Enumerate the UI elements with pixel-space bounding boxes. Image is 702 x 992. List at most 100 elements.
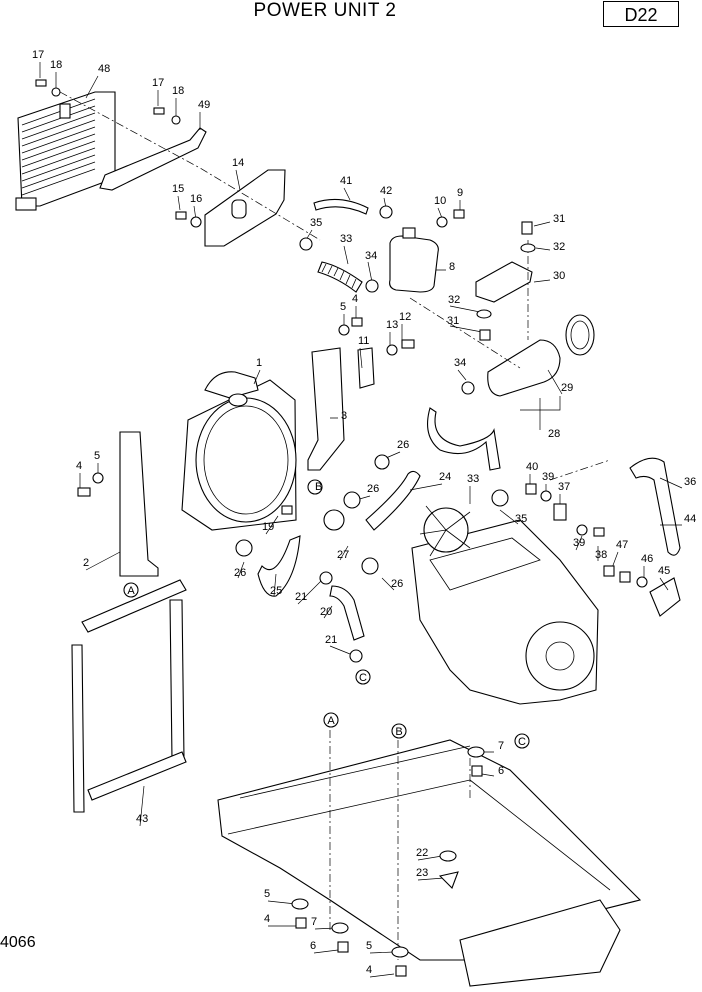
part-number-label: 13 (386, 319, 398, 331)
page-title: POWER UNIT 2 (253, 0, 397, 21)
air-cleaner (487, 314, 595, 397)
corrugated-hose (317, 261, 363, 293)
part-number-label: 14 (232, 157, 244, 169)
part-number-label: 20 (320, 606, 332, 618)
ref-circle-a-frame (323, 712, 339, 728)
part-number-label: 25 (270, 585, 282, 597)
part-number-label: 49 (198, 99, 210, 111)
part-number-label: 35 (310, 217, 322, 229)
plate-45 (649, 577, 681, 617)
part-number-label: 2 (83, 557, 89, 569)
part-number-label: 5 (264, 888, 270, 900)
lower-hose-25 (257, 535, 301, 597)
part-number-label: 26 (391, 578, 403, 590)
part-number-label: 1 (256, 357, 262, 369)
part-number-label: 19 (262, 521, 274, 533)
part-number-label: 34 (454, 357, 466, 369)
ref-label-b-frame: B (395, 726, 402, 738)
reference-markers: A C A B C (123, 479, 530, 749)
part-number-label: 29 (561, 382, 573, 394)
part-number-label: 41 (340, 175, 352, 187)
part-number-label: 46 (641, 553, 653, 565)
part-number-label: 39 (573, 537, 585, 549)
hose-36 (629, 457, 681, 556)
part-number-label: 42 (380, 185, 392, 197)
ref-circle-b-frame (391, 723, 407, 739)
part-number-label: 10 (434, 195, 446, 207)
part-number-label: 45 (658, 565, 670, 577)
part-number-label: 43 (136, 813, 148, 825)
part-number-label: 16 (190, 193, 202, 205)
part-number-label: 6 (310, 940, 316, 952)
radiator-stay-3 (307, 347, 345, 471)
radiator (181, 371, 297, 531)
hose-41 (313, 198, 369, 215)
part-number-label: 9 (457, 187, 463, 199)
part-number-label: 37 (558, 481, 570, 493)
engine (411, 505, 599, 705)
part-number-label: 33 (467, 473, 479, 485)
part-number-label: 35 (515, 513, 527, 525)
part-number-label: 7 (311, 916, 317, 928)
part-number-label: 31 (447, 315, 459, 327)
footer-code: 4066 (0, 934, 36, 951)
bracket-11 (357, 347, 375, 389)
part-number-label: 30 (553, 270, 565, 282)
upper-hose-24 (365, 470, 421, 531)
part-number-label: 4 (352, 293, 358, 305)
ref-circle-c-frame (514, 733, 530, 749)
cooler-bracket (99, 127, 207, 191)
upper-frame (217, 739, 642, 987)
part-number-label: 11 (358, 335, 369, 347)
part-number-label: 22 (416, 847, 428, 859)
part-number-label: 4 (264, 913, 270, 925)
part-number-label: 47 (616, 539, 628, 551)
part-number-label: 3 (341, 410, 347, 422)
part-number-label: 32 (553, 241, 565, 253)
part-number-label: 36 (684, 476, 696, 488)
ref-label-a: A (127, 585, 135, 597)
seal-frame (71, 579, 187, 813)
part-number-label: 34 (365, 250, 377, 262)
part-number-label: 5 (366, 940, 372, 952)
part-number-label: 4 (76, 460, 82, 472)
side-plate-2 (119, 431, 159, 577)
part-number-label: 44 (684, 513, 696, 525)
fasteners (35, 79, 648, 977)
hose-33-lower (427, 407, 501, 471)
part-number-label: 33 (340, 233, 352, 245)
part-number-label: 5 (94, 450, 100, 462)
diagram-code-box: D22 (603, 1, 679, 27)
part-number-label: 32 (448, 294, 460, 306)
oil-cooler (15, 91, 116, 211)
part-number-label: 4 (366, 964, 372, 976)
ref-circle-a (123, 582, 139, 598)
part-number-label: 39 (542, 471, 554, 483)
part-number-label: 40 (526, 461, 538, 473)
part-number-label: B (315, 481, 322, 493)
part-number-label: 7 (498, 740, 504, 752)
part-number-label: 17 (32, 49, 44, 61)
ref-circle-b (307, 479, 323, 495)
ref-label-a-frame: A (327, 715, 335, 727)
part-number-label: 18 (50, 59, 62, 71)
hose-20 (329, 585, 365, 641)
part-number-label: 21 (295, 591, 307, 603)
part-number-label: 21 (325, 634, 337, 646)
part-number-label: 8 (449, 261, 455, 273)
part-number-label: 28 (548, 428, 560, 440)
part-number-label: 18 (172, 85, 184, 97)
part-number-label: 27 (337, 549, 349, 561)
ref-circle-c (355, 669, 371, 685)
ref-label-c: C (359, 672, 367, 684)
part-number-label: 38 (595, 549, 607, 561)
part-number-label: 26 (397, 439, 409, 451)
part-number-label: 6 (498, 765, 504, 777)
part-number-label: 23 (416, 867, 428, 879)
part-number-label: 48 (98, 63, 110, 75)
air-cleaner-bracket (475, 261, 533, 303)
part-number-label: 12 (399, 311, 411, 323)
part-number-label: 5 (340, 301, 346, 313)
part-number-label: 24 (439, 471, 451, 483)
